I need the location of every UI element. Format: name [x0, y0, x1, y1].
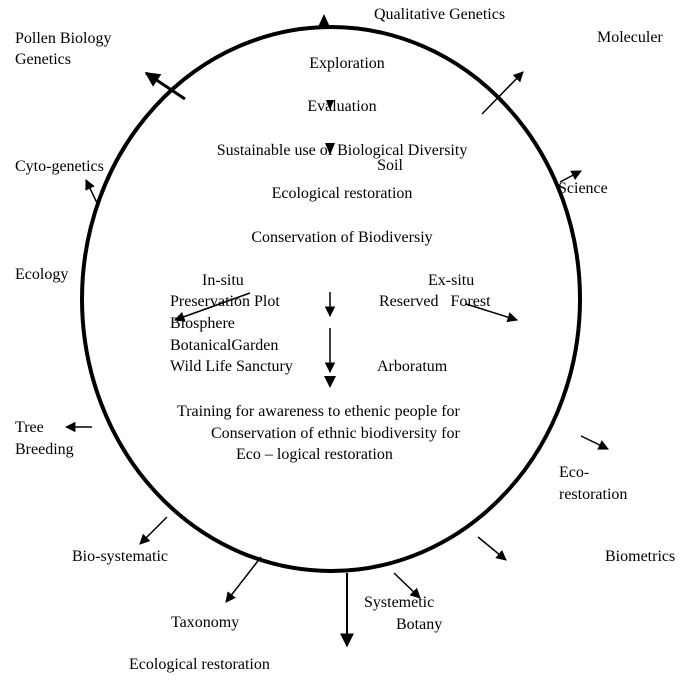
- training-line-2: Conservation of ethnic biodiversity for: [211, 425, 460, 442]
- label-tree-breeding: Tree Breeding: [15, 419, 74, 458]
- main-cycle-circle: [80, 25, 582, 573]
- arrow-eco-restoration: [580, 435, 609, 450]
- arrow-systematic-botany: [393, 572, 421, 599]
- arrow-biometrics: [477, 536, 507, 561]
- arrow-science: [559, 170, 582, 183]
- ex-situ-item: Reserved Forest: [379, 293, 491, 310]
- in-situ-item: BotanicalGarden: [170, 337, 279, 354]
- label-eco-restoration: Eco- restoration: [559, 464, 628, 503]
- arrow-ex-situ-forest: [465, 303, 519, 323]
- label-ecological-restoration-bottom: Ecological restoration: [129, 656, 270, 673]
- ex-situ-item: Arboratum: [377, 358, 448, 375]
- in-situ-item: Biosphere: [170, 315, 235, 332]
- label-evaluation: Evaluation: [307, 98, 377, 115]
- label-conservation: Conservation of Biodiversiy: [251, 229, 433, 246]
- label-taxonomy: Taxonomy: [171, 614, 240, 631]
- label-ecological-restoration: Ecological restoration: [271, 185, 413, 202]
- arrow-moleculer: [481, 71, 524, 115]
- evaluation-arrowhead-icon: [326, 100, 334, 110]
- label-cyto-genetics: Cyto-genetics: [15, 158, 104, 175]
- center-second-arrowhead-icon: [324, 376, 336, 388]
- label-sustainable-use: Sustainable use of Biological Diversity: [216, 142, 468, 159]
- label-science: Science: [558, 180, 608, 197]
- in-situ-item: Preservation Plot: [170, 293, 280, 310]
- label-systematic-botany: Systemetic Botany: [364, 594, 443, 633]
- label-moleculer: Moleculer: [597, 29, 663, 46]
- label-ecology: Ecology: [15, 266, 69, 283]
- training-line-1: Training for awareness to ethenic people…: [177, 403, 460, 420]
- label-ex-situ: Ex-situ: [428, 272, 475, 289]
- arrow-taxonomy: [225, 556, 262, 603]
- label-soil: Soil: [377, 157, 403, 174]
- arrow-pollen-biology: [144, 71, 186, 101]
- arrow-cyto-genetics: [85, 179, 99, 206]
- label-biometrics: Biometrics: [605, 548, 676, 565]
- label-in-situ: In-situ: [202, 272, 244, 289]
- label-pollen-biology-genetics: Pollen Biology Genetics: [15, 30, 112, 68]
- training-line-3: Eco – logical restoration: [236, 446, 393, 463]
- label-bio-systematic: Bio-systematic: [72, 548, 168, 565]
- top-arrowhead-icon: [318, 14, 330, 27]
- label-exploration: Exploration: [309, 55, 385, 72]
- sustainable-arrowhead-icon: [325, 143, 335, 155]
- in-situ-item: Wild Life Sanctury: [170, 358, 293, 375]
- arrow-in-situ: [174, 292, 251, 322]
- label-qualitative-genetics: Qualitative Genetics: [374, 6, 506, 23]
- arrow-bio-systematic: [139, 516, 168, 545]
